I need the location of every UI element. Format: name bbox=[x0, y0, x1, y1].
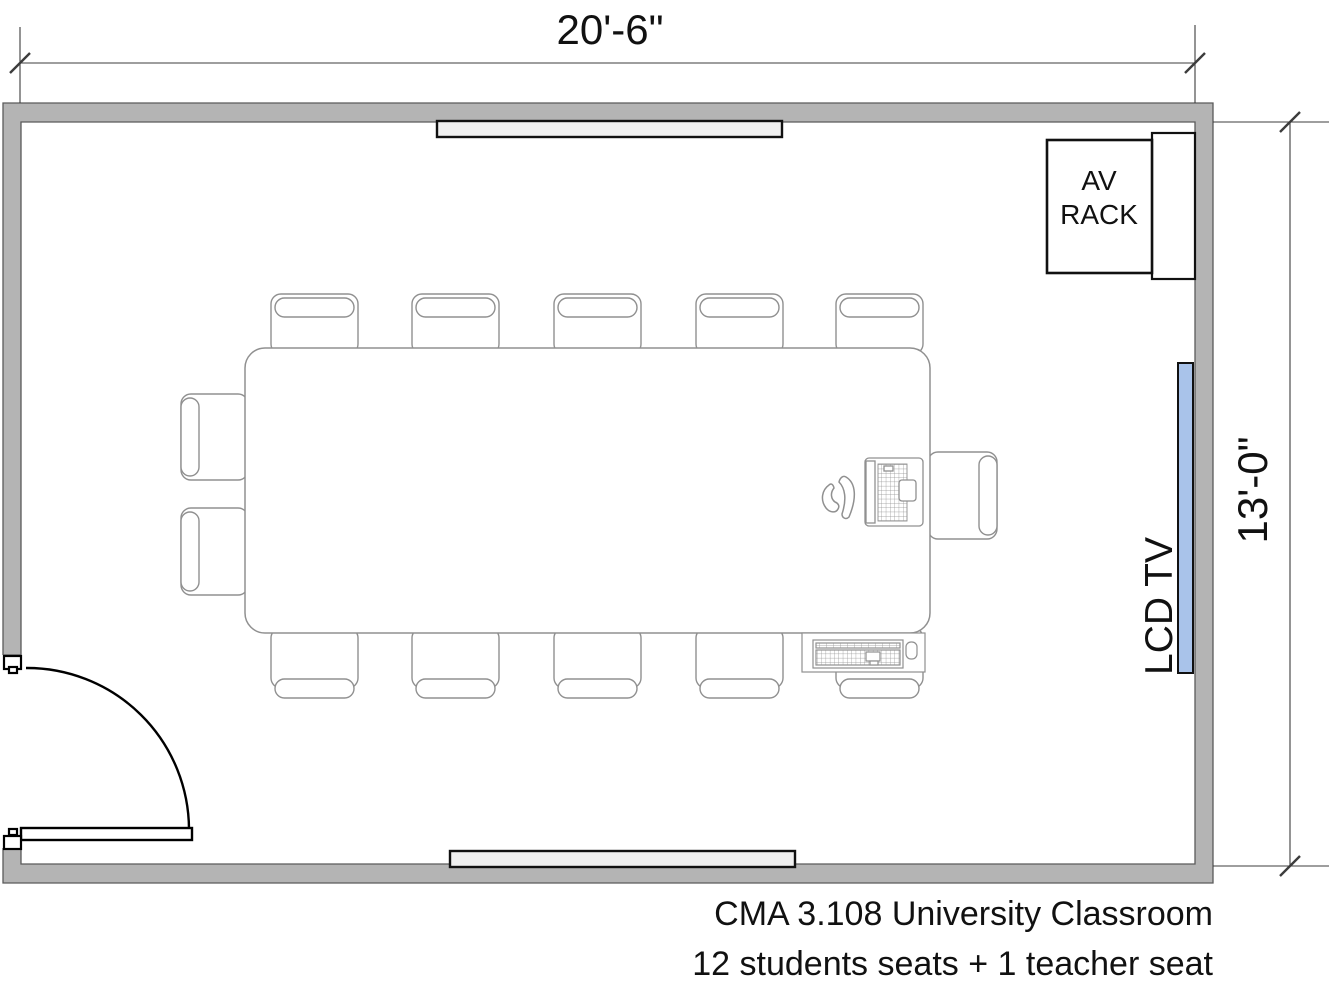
door bbox=[2, 654, 194, 851]
student-chair bbox=[180, 393, 249, 481]
keyboard-tray bbox=[801, 632, 926, 673]
dimension-top bbox=[9, 25, 1206, 103]
student-chair bbox=[270, 627, 359, 699]
chair-backrest bbox=[839, 678, 920, 699]
plan-title-line2: 12 students seats + 1 teacher seat bbox=[692, 945, 1213, 983]
student-chair bbox=[411, 627, 500, 699]
laptop-screen-edge bbox=[865, 460, 876, 524]
wall-inner-edge bbox=[3, 121, 1196, 865]
student-chair bbox=[835, 293, 924, 355]
chair-backrest bbox=[415, 297, 496, 318]
av-rack bbox=[1045, 131, 1197, 281]
av-rack-label-line2: RACK bbox=[1060, 199, 1138, 230]
whiteboard-top bbox=[435, 119, 784, 139]
chair-backrest bbox=[415, 678, 496, 699]
phone-handset bbox=[821, 475, 855, 520]
student-chair bbox=[411, 293, 500, 355]
chair-backrest bbox=[557, 297, 638, 318]
lcd-tv-label: LCD TV bbox=[1138, 537, 1181, 675]
dimension-height-label: 13'-0" bbox=[1229, 436, 1276, 544]
av-rack-cabinet bbox=[1045, 138, 1154, 275]
av-rack-label: AV RACK bbox=[1045, 164, 1153, 232]
student-chair bbox=[553, 293, 642, 355]
chair-backrest bbox=[180, 397, 200, 477]
mouse bbox=[905, 641, 918, 660]
plan-title: CMA 3.108 University Classroom 12 studen… bbox=[692, 889, 1213, 989]
tick-mark bbox=[9, 52, 31, 74]
av-rack-label-line1: AV bbox=[1081, 165, 1117, 196]
teacher-chair bbox=[927, 451, 998, 540]
wall-outer-edge bbox=[2, 102, 1214, 884]
student-chair bbox=[270, 293, 359, 355]
door-jamb-bottom bbox=[2, 827, 23, 851]
tick-mark bbox=[1279, 855, 1301, 877]
keyboard bbox=[812, 639, 904, 669]
student-chair bbox=[695, 627, 784, 699]
door-leaf bbox=[19, 826, 194, 842]
chair-backrest bbox=[274, 297, 355, 318]
chair-backrest bbox=[978, 455, 998, 536]
student-chair bbox=[695, 293, 784, 355]
student-chair bbox=[180, 507, 249, 596]
chair-backrest bbox=[180, 511, 200, 592]
chair-backrest bbox=[699, 297, 780, 318]
tick-mark bbox=[1184, 52, 1206, 74]
chair-backrest bbox=[557, 678, 638, 699]
chair-backrest bbox=[699, 678, 780, 699]
door-jamb-top bbox=[2, 654, 23, 675]
lcd-tv bbox=[1177, 362, 1194, 674]
chair-backrest bbox=[274, 678, 355, 699]
plan-title-line1: CMA 3.108 University Classroom bbox=[714, 895, 1213, 933]
laptop-trackpad bbox=[898, 479, 917, 502]
dimension-width-label: 20'-6" bbox=[556, 6, 664, 53]
tick-mark bbox=[1279, 111, 1301, 133]
av-rack-side-panel bbox=[1150, 131, 1197, 281]
chair-backrest bbox=[839, 297, 920, 318]
whiteboard-bottom bbox=[448, 849, 797, 869]
laptop bbox=[864, 457, 924, 527]
door-swing-arc bbox=[25, 666, 191, 830]
student-chair bbox=[553, 627, 642, 699]
walls bbox=[2, 102, 1214, 884]
conference-table bbox=[244, 347, 931, 634]
dimension-right bbox=[1213, 111, 1329, 877]
